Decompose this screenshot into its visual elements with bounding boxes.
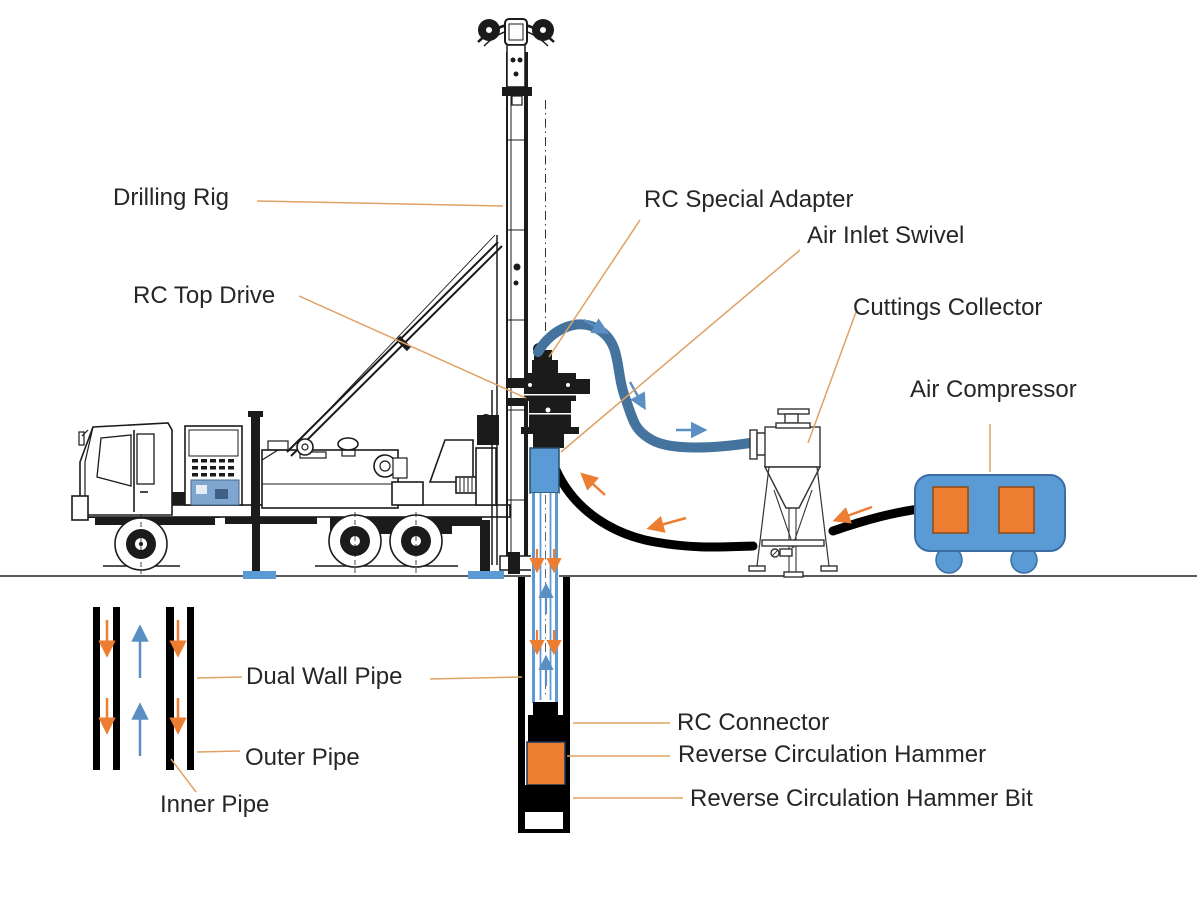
label-inner-pipe: Inner Pipe (160, 791, 270, 818)
label-drilling-rig: Drilling Rig (113, 184, 230, 211)
leader-lines (170, 200, 991, 799)
air-compressor-unit (914, 474, 1066, 574)
label-cuttings-collector: Cuttings Collector (853, 294, 1043, 321)
rc-top-drive (508, 343, 590, 448)
dual-wall-pipe-cross-section (93, 607, 194, 770)
label-dual-wall-pipe: Dual Wall Pipe (246, 663, 403, 690)
label-rc-top-drive: RC Top Drive (133, 282, 276, 309)
pipe-flow-arrows (529, 549, 562, 686)
crown-block (477, 18, 555, 106)
mast (491, 52, 533, 574)
cuttings-discharge-hose (533, 319, 755, 453)
rc-connector-body (528, 715, 563, 742)
label-reverse-circulation-hammer-bit: Reverse Circulation Hammer Bit (690, 785, 1033, 812)
air-inlet-swivel-box (529, 447, 560, 494)
label-outer-pipe: Outer Pipe (245, 744, 360, 771)
reverse-circulation-hammer (526, 741, 566, 786)
label-air-compressor: Air Compressor (910, 376, 1077, 403)
label-rc-special-adapter: RC Special Adapter (644, 186, 854, 213)
drilling-rig-truck (71, 234, 511, 579)
label-rc-connector: RC Connector (677, 709, 830, 736)
air-flow-arrows (580, 472, 873, 533)
reverse-circulation-hammer-bit (520, 785, 570, 812)
borehole (518, 577, 570, 833)
label-air-inlet-swivel: Air Inlet Swivel (807, 222, 965, 249)
cuttings-collector-cyclone (748, 408, 838, 578)
hose-flow-arrows (583, 318, 708, 439)
air-hose-swivel-to-collector (551, 465, 758, 552)
mast-brace (286, 234, 503, 457)
label-reverse-circulation-hammer: Reverse Circulation Hammer (678, 741, 987, 768)
rc-connector (533, 702, 558, 715)
